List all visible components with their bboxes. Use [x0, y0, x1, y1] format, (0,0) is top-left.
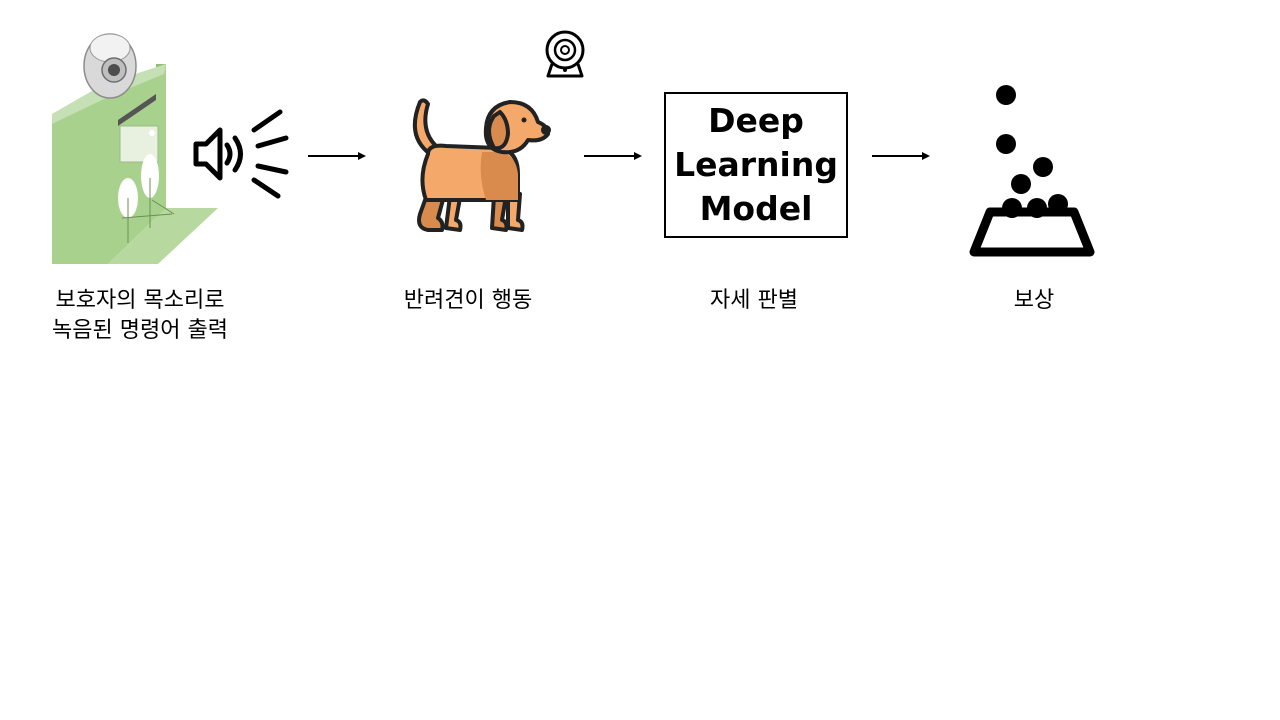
- food-bowl-icon: [968, 82, 1096, 260]
- speaker-sound-icon: [190, 108, 290, 200]
- deep-learning-model-box: Deep Learning Model: [664, 92, 848, 238]
- device-camera-icon: [83, 33, 137, 99]
- arrow-1: [306, 148, 368, 164]
- model-label-line1: Deep: [708, 101, 804, 140]
- arrow-2: [582, 148, 644, 164]
- model-label-line3: Model: [699, 189, 813, 228]
- model-label-line2: Learning: [674, 145, 838, 184]
- step1-caption-line2: 녹음된 명령어 출력: [52, 318, 228, 343]
- arrow-3: [870, 148, 932, 164]
- step1-caption-line1: 보호자의 목소리로: [55, 288, 225, 313]
- treat-dispenser-device: [48, 28, 220, 268]
- step3-caption: 자세 판별: [710, 288, 798, 313]
- step1-caption: 보호자의 목소리로 녹음된 명령어 출력: [20, 286, 260, 346]
- step2-caption: 반려견이 행동: [403, 288, 533, 313]
- step4-caption: 보상: [1013, 288, 1055, 313]
- dog-icon: [398, 96, 554, 236]
- webcam-icon: [544, 30, 588, 82]
